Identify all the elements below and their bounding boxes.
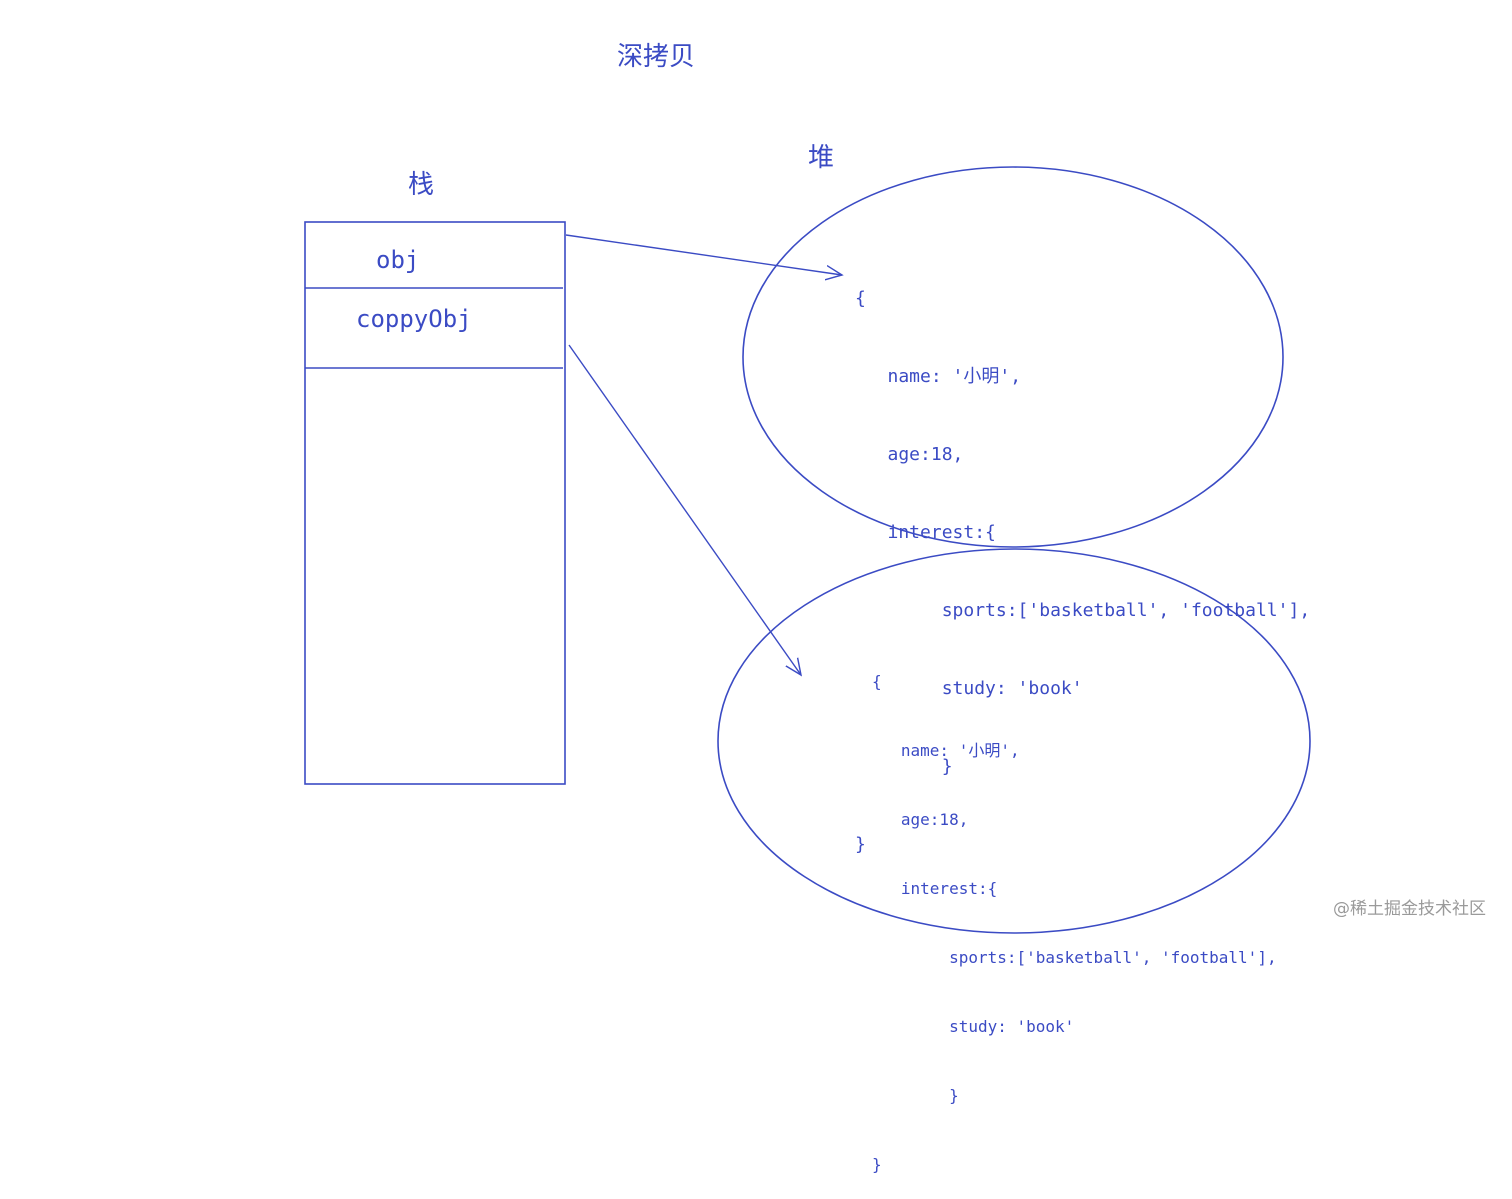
- heap-object-ellipse-2: [717, 548, 1311, 934]
- diagram-title: 深拷贝: [617, 42, 696, 72]
- diagram-canvas: [304, 166, 1311, 934]
- code-line: study: 'book': [872, 1017, 1075, 1036]
- heap-object-ellipse-1: [742, 166, 1284, 548]
- code-line: sports:['basketball', 'football'],: [855, 600, 1311, 621]
- code-line: }: [872, 1086, 959, 1105]
- code-line: }: [872, 1155, 882, 1174]
- watermark: @稀土掘金技术社区: [1333, 899, 1486, 919]
- stack-cell-coppyobj: coppyObj: [356, 305, 472, 333]
- arrow-coppyobj-to-heap-2: [568, 344, 801, 675]
- stack-cell-obj: obj: [376, 246, 420, 274]
- code-line: name: '小明',: [855, 366, 1022, 387]
- code-line: sports:['basketball', 'football'],: [872, 948, 1277, 967]
- code-line: {: [855, 288, 866, 309]
- stack-label: 栈: [408, 170, 435, 200]
- heap-object-2-code: { name: '小明', age:18, interest:{ sports:…: [872, 624, 1277, 1199]
- code-line: name: '小明',: [872, 741, 1020, 760]
- code-line: age:18,: [855, 444, 964, 465]
- heap-label: 堆: [808, 143, 835, 173]
- code-line: }: [855, 834, 866, 855]
- code-line: }: [855, 756, 953, 777]
- heap-object-1-code: { name: '小明', age:18, interest:{ sports:…: [855, 234, 1310, 884]
- code-line: study: 'book': [855, 678, 1083, 699]
- code-line: {: [872, 672, 882, 691]
- code-line: interest:{: [872, 879, 998, 898]
- code-line: interest:{: [855, 522, 996, 543]
- arrow-obj-to-heap-1: [565, 234, 842, 275]
- code-line: age:18,: [872, 810, 969, 829]
- stack-box: [304, 221, 566, 785]
